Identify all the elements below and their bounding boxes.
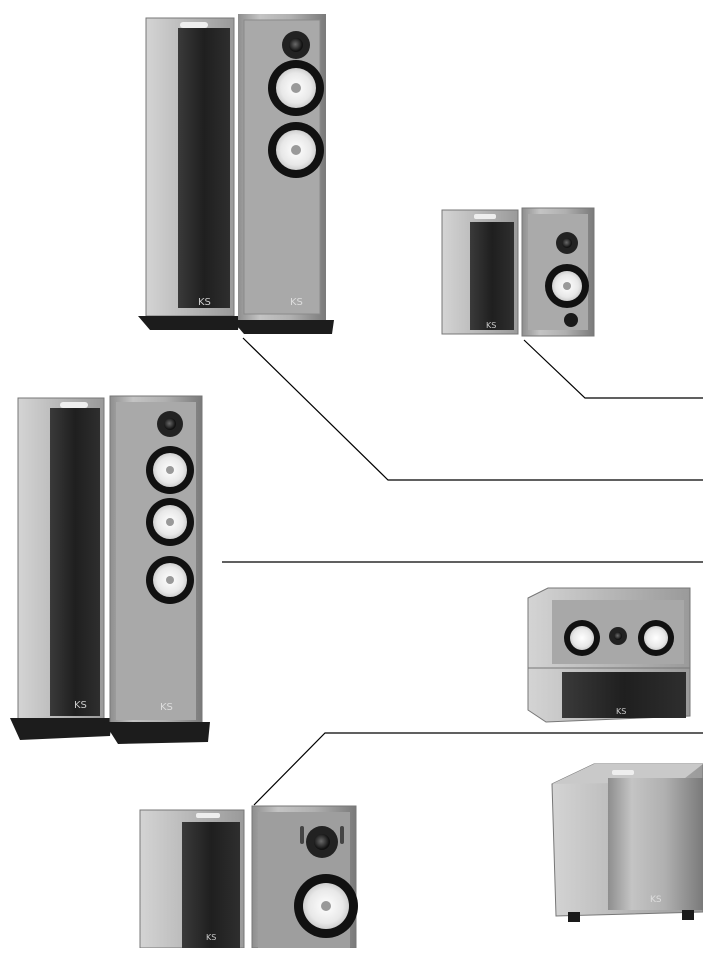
svg-text:KS: KS [74, 700, 87, 711]
center-channel-speaker: KS [527, 587, 691, 723]
svg-text:KS: KS [486, 321, 496, 330]
tall-floorstander-pair-large-left: KS KS [10, 395, 210, 744]
svg-text:KS: KS [198, 297, 211, 308]
subwoofer: KS [551, 763, 703, 922]
bookshelf-pair-small-top-right: KS [441, 207, 595, 337]
bookshelf-pair-bottom: KS [139, 805, 358, 949]
svg-text:KS: KS [616, 707, 626, 716]
svg-text:KS: KS [650, 895, 662, 905]
svg-text:KS: KS [160, 702, 173, 713]
tall-floorstander-pair-top: KS KS [138, 14, 334, 334]
svg-text:KS: KS [290, 297, 303, 308]
leader-lines [222, 337, 703, 806]
svg-text:KS: KS [206, 933, 216, 942]
